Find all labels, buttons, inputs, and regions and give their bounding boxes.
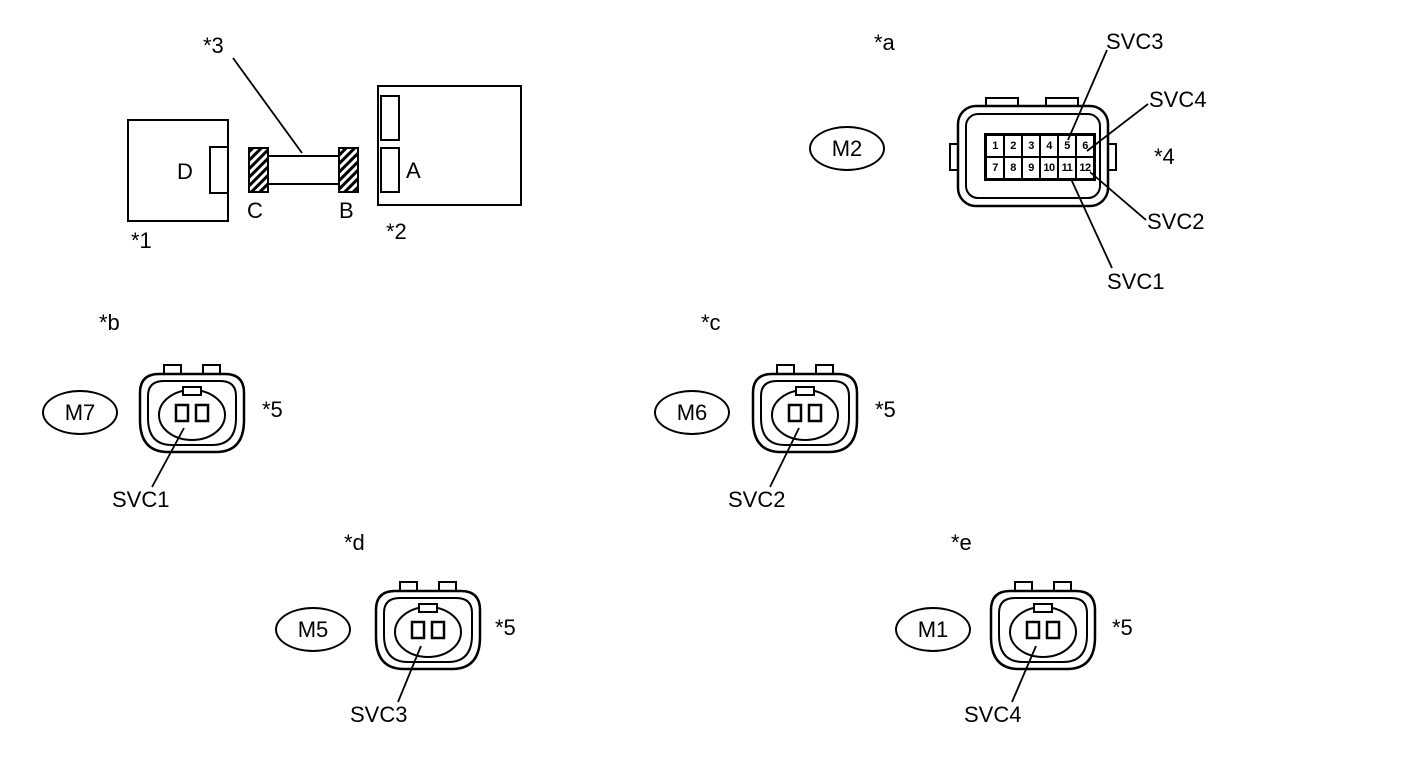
ref-label-1: *1 <box>131 228 152 253</box>
leader-line-svc3 <box>397 645 422 703</box>
connector-code-m5: M5 <box>275 607 351 652</box>
terminal-label-d: D <box>177 159 193 184</box>
connector-code-label: M1 <box>917 616 949 642</box>
callout-svc3: SVC3 <box>1106 29 1164 54</box>
leader-line-svc1 <box>151 427 185 488</box>
pin-cell-5: 5 <box>1058 135 1076 157</box>
terminal-label-c: C <box>247 198 263 223</box>
leader-line-ref3 <box>232 57 303 154</box>
m1-connector-art <box>989 580 1097 703</box>
view-label-c: *c <box>701 310 721 335</box>
m5-connector-art <box>374 580 482 703</box>
pin-cell-7: 7 <box>986 157 1004 179</box>
connector-code-m7: M7 <box>42 390 118 435</box>
connector-code-m6: M6 <box>654 390 730 435</box>
view-label-d: *d <box>344 530 365 555</box>
ref-label-4: *4 <box>1154 144 1175 169</box>
m7-connector-art <box>138 363 246 488</box>
callout-svc1-b: SVC1 <box>112 487 170 512</box>
leader-line-svc2-pin12 <box>1089 171 1147 221</box>
connector-code-m2: M2 <box>809 126 885 171</box>
ref-label-5-d: *5 <box>495 615 516 640</box>
connector-code-label: M7 <box>64 399 96 425</box>
ref-label-2: *2 <box>386 219 407 244</box>
terminal-label-b: B <box>339 198 354 223</box>
pin-cell-12: 12 <box>1076 157 1094 179</box>
ref-label-5-e: *5 <box>1112 615 1133 640</box>
component-d-port <box>209 146 229 194</box>
leader-line-svc3-pin5 <box>1067 49 1108 141</box>
callout-svc2: SVC2 <box>1147 209 1205 234</box>
ref-label-5-c: *5 <box>875 397 896 422</box>
pin-cell-3: 3 <box>1022 135 1040 157</box>
view-label-a: *a <box>874 30 895 55</box>
connector-code-label: M2 <box>831 135 863 161</box>
pin-cell-1: 1 <box>986 135 1004 157</box>
callout-svc4: SVC4 <box>1149 87 1207 112</box>
leader-line-svc1-pin11 <box>1070 178 1113 269</box>
pin-cell-11: 11 <box>1058 157 1076 179</box>
leader-line-svc4-pin6 <box>1086 103 1149 152</box>
pin-cell-6: 6 <box>1076 135 1094 157</box>
leader-line-svc2 <box>769 427 800 488</box>
view-label-b: *b <box>99 310 120 335</box>
connector-code-label: M6 <box>676 399 708 425</box>
terminal-label-a: A <box>406 158 421 183</box>
pin-cell-4: 4 <box>1040 135 1058 157</box>
pin-cell-8: 8 <box>1004 157 1022 179</box>
callout-svc1: SVC1 <box>1107 269 1165 294</box>
connector-code-m1: M1 <box>895 607 971 652</box>
view-label-e: *e <box>951 530 972 555</box>
callout-svc2-c: SVC2 <box>728 487 786 512</box>
leader-line-svc4 <box>1011 645 1037 703</box>
pin-cell-10: 10 <box>1040 157 1058 179</box>
cable-body <box>267 155 340 185</box>
cable-plug-b <box>338 147 359 193</box>
connector-code-label: M5 <box>297 616 329 642</box>
component-a-port-upper <box>380 95 400 141</box>
m2-pin-grid: 1 2 3 4 5 6 7 8 9 10 11 12 <box>984 133 1096 181</box>
harness-schematic-art <box>127 57 522 222</box>
cable-plug-c <box>248 147 269 193</box>
m6-connector-art <box>751 363 859 488</box>
pin-cell-2: 2 <box>1004 135 1022 157</box>
callout-svc3-d: SVC3 <box>350 702 408 727</box>
pin-cell-9: 9 <box>1022 157 1040 179</box>
ref-label-5-b: *5 <box>262 397 283 422</box>
component-a-box <box>377 85 522 206</box>
ref-label-3: *3 <box>203 33 224 58</box>
callout-svc4-e: SVC4 <box>964 702 1022 727</box>
component-a-port-lower <box>380 147 400 193</box>
